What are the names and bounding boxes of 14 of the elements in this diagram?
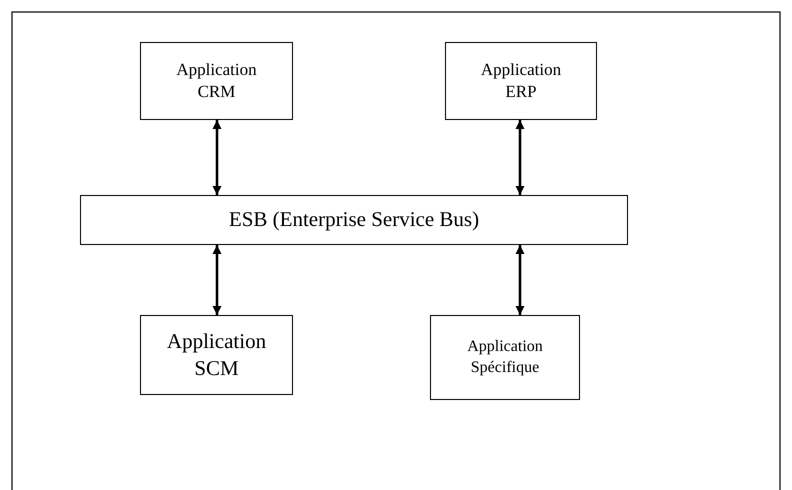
double-arrow [212,245,222,315]
node-label: Application Spécifique [467,336,543,378]
double-arrow [212,120,222,195]
node-label: Application CRM [176,58,257,103]
node-label: Application ERP [480,58,562,103]
application-box [140,42,293,120]
node-label: ESB (Enterprise Service Bus) [228,206,480,234]
double-arrow [516,245,524,315]
bus-box [80,195,628,245]
double-arrow [516,120,524,195]
application-box [445,42,597,120]
application-box [140,315,293,395]
application-box [430,315,580,400]
node-label: Application SCM [166,328,266,382]
